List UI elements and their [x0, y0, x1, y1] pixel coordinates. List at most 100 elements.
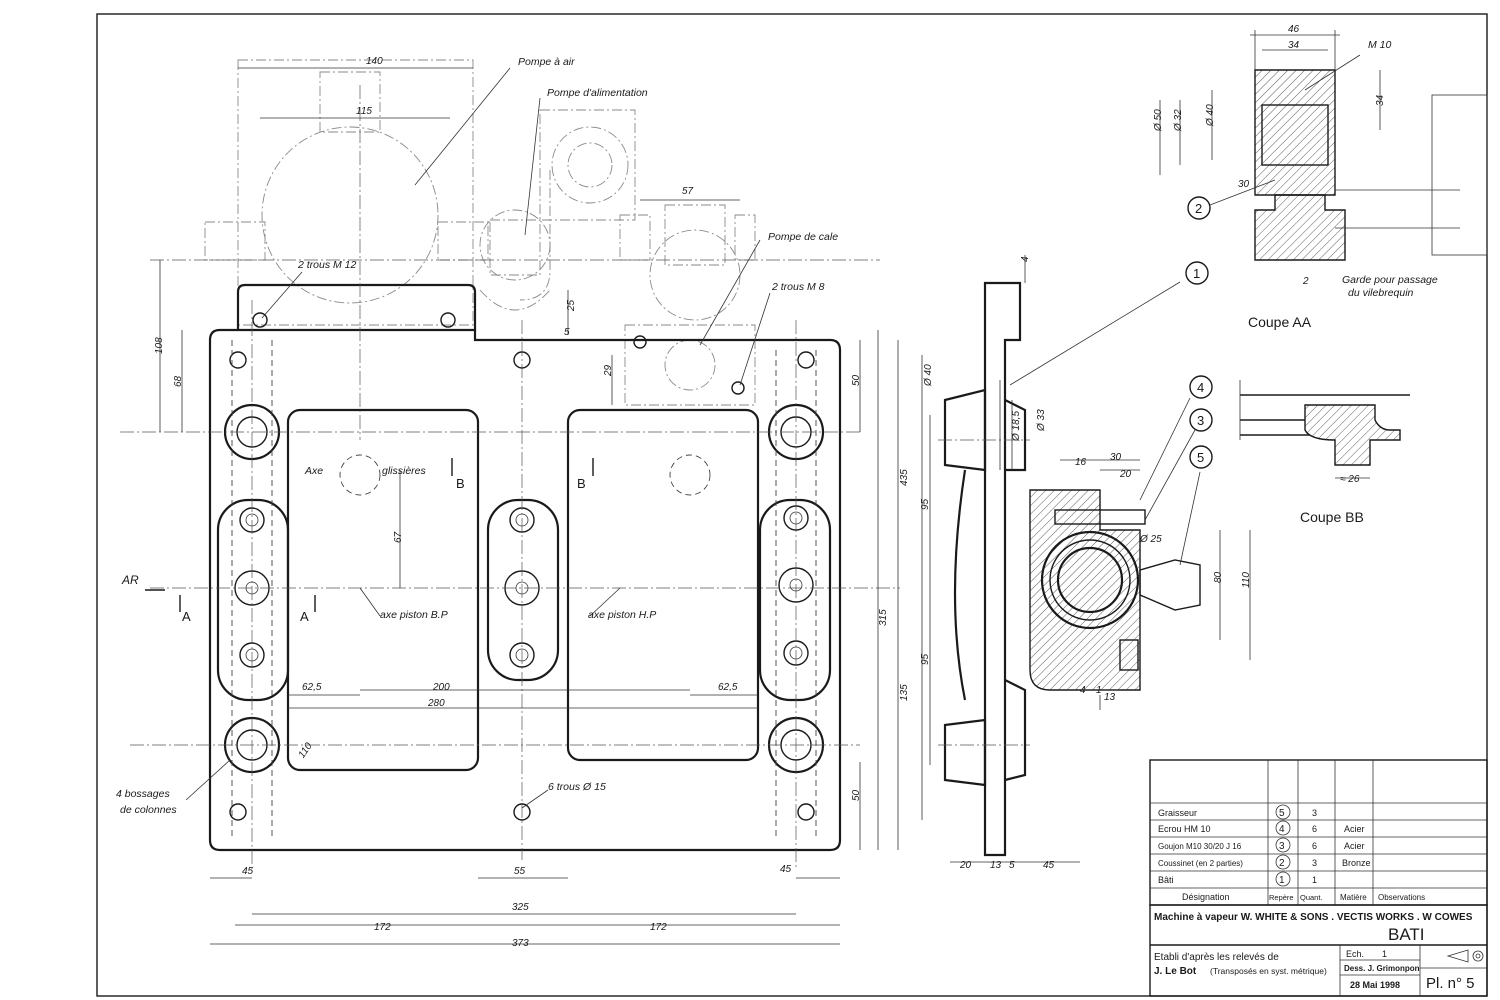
label-section-a-left: A: [182, 609, 191, 624]
dim-140: 140: [366, 56, 383, 67]
dim-373: 373: [512, 938, 529, 949]
dim-30a: 30: [1110, 452, 1122, 463]
row-bati-rep: 1: [1279, 875, 1285, 886]
label-trous-15: 6 trous Ø 15: [548, 781, 606, 793]
title-dess: Dess. J. Grimonpon: [1344, 964, 1420, 973]
title-ech-label: Ech.: [1346, 949, 1364, 959]
coupe-aa: [1159, 30, 1488, 261]
title-planche: Pl. n° 5: [1426, 975, 1475, 992]
balloon-3-text: 3: [1197, 413, 1204, 428]
dim-13b: 13: [1104, 692, 1116, 703]
dim-110r: 110: [297, 741, 315, 761]
window-left: [286, 408, 480, 772]
dim-55: 55: [514, 866, 526, 877]
label-m10: M 10: [1368, 39, 1392, 51]
dim-315: 315: [878, 609, 889, 626]
label-section-b-right: B: [577, 476, 586, 491]
label-pompe-cale: Pompe de cale: [768, 231, 838, 243]
dim-325: 325: [512, 902, 529, 913]
dim-20b: 20: [1119, 469, 1132, 480]
row-goujon-quant: 6: [1312, 841, 1317, 851]
balloon-1-text: 1: [1193, 266, 1200, 281]
dim-172a: 172: [374, 922, 391, 933]
balloon-2: [1187, 196, 1211, 220]
dim-o40: Ø 40: [923, 364, 934, 387]
rep-circles: [1275, 804, 1291, 887]
dim-50a: 50: [851, 374, 862, 386]
dim-26: ≈ 26: [1340, 474, 1360, 485]
label-pompe-air: Pompe à air: [518, 56, 575, 68]
dim-57: 57: [682, 186, 694, 197]
balloon-5-text: 5: [1197, 450, 1204, 465]
row-ecrou: Ecrou HM 10: [1158, 824, 1211, 834]
dim-o32: Ø 32: [1173, 109, 1184, 132]
dim-20: 20: [959, 860, 972, 871]
title-etabli-1: Etabli d'après les relevés de: [1154, 952, 1279, 963]
coupe-bb: [1239, 380, 1410, 479]
bati-plate-outline: [208, 328, 842, 852]
dim-o18-5: Ø 18,5: [1011, 411, 1022, 442]
dim-95b: 95: [920, 653, 931, 665]
dim-435: 435: [899, 469, 910, 486]
header-rep: Repère: [1269, 893, 1294, 902]
bearing-detail: [1009, 281, 1251, 710]
dim-45b: 45: [780, 864, 792, 875]
dim-280: 280: [427, 698, 445, 709]
label-trous-m8: 2 trous M 8: [771, 281, 825, 293]
row-graisseur: Graisseur: [1158, 808, 1197, 818]
row-ecrou-rep: 4: [1279, 824, 1285, 835]
dim-4a: 4: [1020, 256, 1031, 262]
dim-135: 135: [899, 684, 910, 701]
dim-o33: Ø 33: [1036, 409, 1047, 432]
column-bosses: [223, 403, 825, 774]
drawing-labels: Pompe à air Pompe d'alimentation Pompe d…: [116, 39, 1438, 816]
row-ecrou-quant: 6: [1312, 824, 1317, 834]
label-axe-hp: axe piston H.P: [588, 609, 656, 621]
dim-34a: 34: [1288, 40, 1300, 51]
pump-lug: [236, 283, 477, 330]
dim-1: 1: [1096, 685, 1102, 696]
part-balloons: [1185, 196, 1213, 469]
title-bati: BATI: [1388, 925, 1425, 944]
row-coussinet: Coussinet (en 2 parties): [1158, 859, 1243, 868]
dimension-values: 140 115 57 25 5 29 108 68 50 50 67 435 9…: [154, 24, 1386, 949]
row-bati: Bâti: [1158, 875, 1174, 885]
title-etabli-3: (Transposés en syst. métrique): [1210, 966, 1327, 976]
label-pompe-alim: Pompe d'alimentation: [547, 87, 648, 99]
label-trous-m12: 2 trous M 12: [297, 259, 357, 271]
row-goujon: Goujon M10 30/20 J 16: [1158, 842, 1242, 851]
label-coupe-aa: Coupe AA: [1248, 314, 1312, 330]
title-ech-value: 1: [1382, 949, 1387, 959]
title-machine: Machine à vapeur W. WHITE & SONS . VECTI…: [1154, 912, 1473, 923]
label-axe: Axe: [304, 465, 323, 477]
row-ecrou-matiere: Acier: [1344, 824, 1365, 834]
balloon-5: [1189, 445, 1213, 469]
dim-110: 110: [1241, 572, 1252, 588]
row-graisseur-quant: 3: [1312, 808, 1317, 818]
dim-4b: 4: [1080, 685, 1086, 696]
balloon-4-text: 4: [1197, 380, 1204, 395]
dim-30b: 30: [1238, 179, 1250, 190]
label-axe-bp: axe piston B.P: [380, 609, 448, 621]
dim-67: 67: [393, 531, 404, 543]
header-matiere: Matière: [1340, 893, 1367, 902]
parts-list-text: Graisseur 5 3 Ecrou HM 10 4 6 Acier Gouj…: [1158, 808, 1425, 902]
row-graisseur-rep: 5: [1279, 808, 1285, 819]
dim-50b: 50: [851, 789, 862, 801]
dim-25: 25: [566, 299, 577, 312]
dim-115: 115: [356, 106, 372, 117]
row-coussinet-quant: 3: [1312, 858, 1317, 868]
header-observations: Observations: [1378, 893, 1425, 902]
phantom-pumps: [204, 59, 756, 406]
dim-45c: 45: [1043, 860, 1055, 871]
window-right: [566, 408, 760, 762]
dim-5: 5: [564, 327, 570, 338]
label-section-b-left: B: [456, 476, 465, 491]
row-goujon-rep: 3: [1279, 841, 1285, 852]
dim-45a: 45: [242, 866, 254, 877]
dim-34b: 34: [1375, 94, 1386, 106]
label-glissieres: glissières: [382, 465, 427, 477]
side-elevation: [921, 255, 1080, 863]
dim-62-5b: 62,5: [718, 682, 738, 693]
